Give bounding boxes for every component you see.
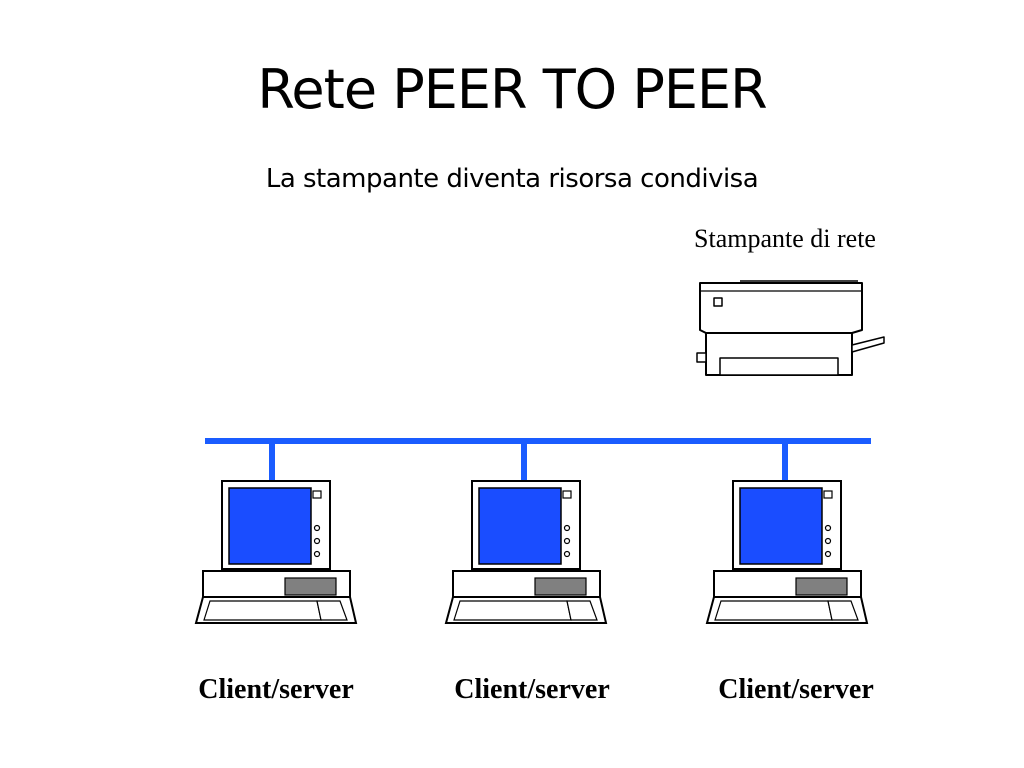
slide-subtitle: La stampante diventa risorsa condivisa [265,164,759,194]
computer-icon [705,480,869,624]
node-label-3: Client/server [718,674,874,705]
printer-icon [696,280,885,376]
printer-label: Stampante di rete [694,224,876,253]
node-label-1: Client/server [198,674,354,705]
node-label-2: Client/server [454,674,610,705]
slide-title: Rete PEER TO PEER [257,58,767,121]
network-bus [205,438,871,481]
computer-icon [194,480,358,624]
computer-icon [444,480,608,624]
